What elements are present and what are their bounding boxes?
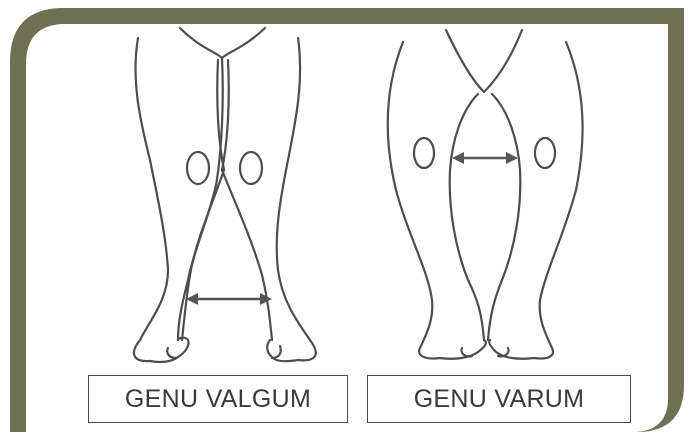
- varum-right-leg-inner: [488, 94, 520, 340]
- varum-right-foot: [489, 340, 534, 359]
- varum-left-leg-outer: [388, 42, 440, 359]
- frame-border-shape: [10, 8, 684, 432]
- valgum-left-leg-inner: [178, 58, 223, 340]
- varum-arrowhead-left: [452, 152, 464, 164]
- genu-varum-label: GENU VARUM: [367, 375, 631, 423]
- genu-valgum-label: GENU VALGUM: [88, 375, 348, 423]
- varum-right-leg-outer: [534, 42, 583, 359]
- varum-arrowhead-right: [506, 152, 518, 164]
- genu-varum-figure: [388, 30, 583, 359]
- varum-crotch: [446, 30, 522, 92]
- valgum-right-foot: [267, 340, 298, 361]
- valgum-crotch: [180, 28, 265, 58]
- varum-left-kneecap: [414, 138, 434, 168]
- valgum-right-leg-inner: [222, 170, 272, 340]
- valgum-right-kneecap: [240, 152, 262, 184]
- genu-valgum-label-text: GENU VALGUM: [125, 385, 311, 414]
- valgum-right-leg-outer: [277, 38, 316, 360]
- genu-varum-label-text: GENU VARUM: [414, 385, 585, 414]
- valgum-left-foot: [150, 338, 189, 362]
- varum-right-kneecap: [535, 138, 555, 168]
- varum-left-leg-inner: [450, 94, 484, 340]
- valgum-left-kneecap: [187, 152, 209, 184]
- genu-valgum-figure: [134, 28, 316, 362]
- valgum-left-knee-inner: [182, 170, 224, 340]
- varum-left-foot: [440, 340, 486, 359]
- valgum-left-leg-outer: [134, 38, 168, 361]
